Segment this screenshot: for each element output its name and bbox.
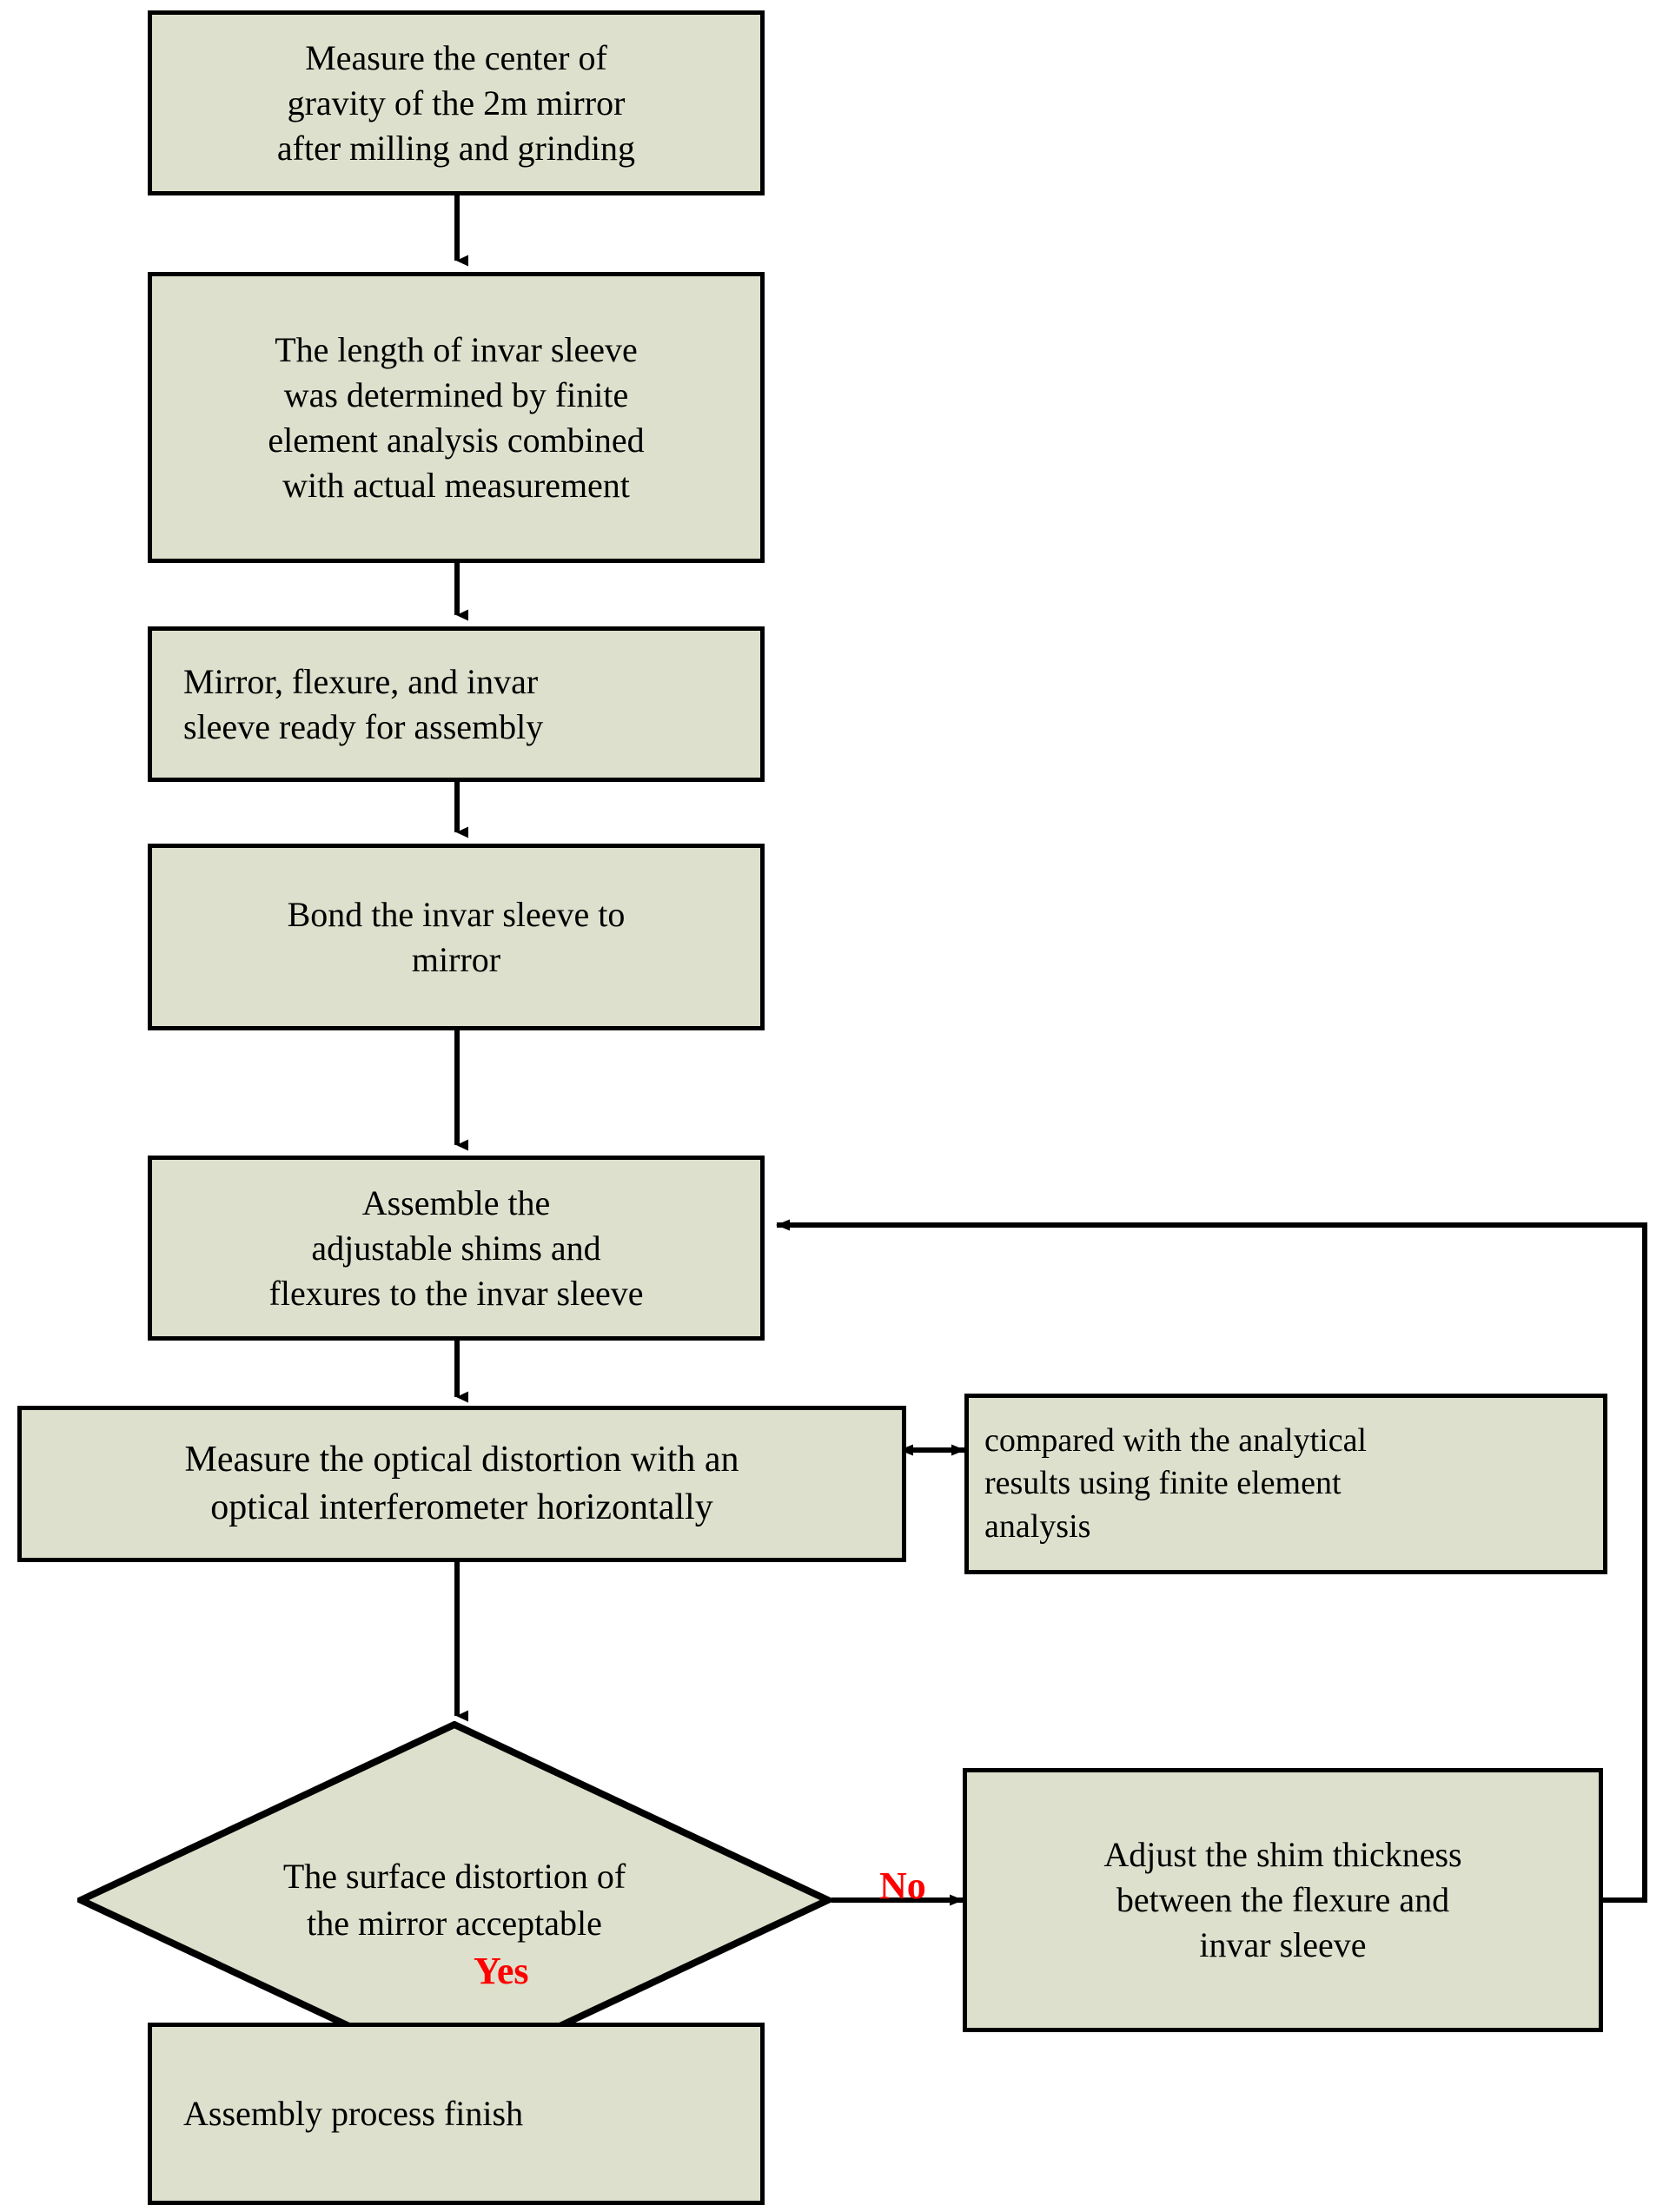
node-adjust-shim-label: Adjust the shim thickness between the fl… (1103, 1835, 1462, 1964)
node-finish-label: Assembly process finish (183, 2094, 524, 2133)
node-invar-length-label: The length of invar sleeve was determine… (268, 329, 645, 505)
node-ready-assembly[interactable]: Mirror, flexure, and invar sleeve ready … (148, 626, 765, 782)
node-invar-length[interactable]: The length of invar sleeve was determine… (148, 272, 765, 563)
edge-label-yes: Yes (474, 1950, 529, 1992)
node-decision-acceptable-label: The surface distortion of the mirror acc… (282, 1857, 626, 1943)
node-ready-assembly-label: Mirror, flexure, and invar sleeve ready … (183, 661, 544, 746)
node-measure-distortion-label: Measure the optical distortion with an o… (184, 1440, 739, 1527)
node-adjust-shim[interactable]: Adjust the shim thickness between the fl… (963, 1768, 1603, 2032)
node-measure-distortion[interactable]: Measure the optical distortion with an o… (17, 1406, 906, 1562)
node-compared-fea-label: compared with the analytical results usi… (984, 1421, 1367, 1545)
node-bond-sleeve[interactable]: Bond the invar sleeve to mirror (148, 844, 765, 1030)
node-assemble-shims-label: Assemble the adjustable shims and flexur… (268, 1182, 644, 1313)
edge-label-no: No (879, 1864, 926, 1907)
node-bond-sleeve-label: Bond the invar sleeve to mirror (287, 894, 626, 979)
node-compared-fea[interactable]: compared with the analytical results usi… (964, 1394, 1607, 1574)
node-finish[interactable]: Assembly process finish (148, 2023, 765, 2205)
node-assemble-shims[interactable]: Assemble the adjustable shims and flexur… (148, 1156, 765, 1341)
node-measure-cog[interactable]: Measure the center of gravity of the 2m … (148, 10, 765, 195)
node-measure-cog-label: Measure the center of gravity of the 2m … (276, 37, 636, 168)
node-decision-acceptable[interactable]: The surface distortion of the mirror acc… (72, 1720, 837, 2080)
